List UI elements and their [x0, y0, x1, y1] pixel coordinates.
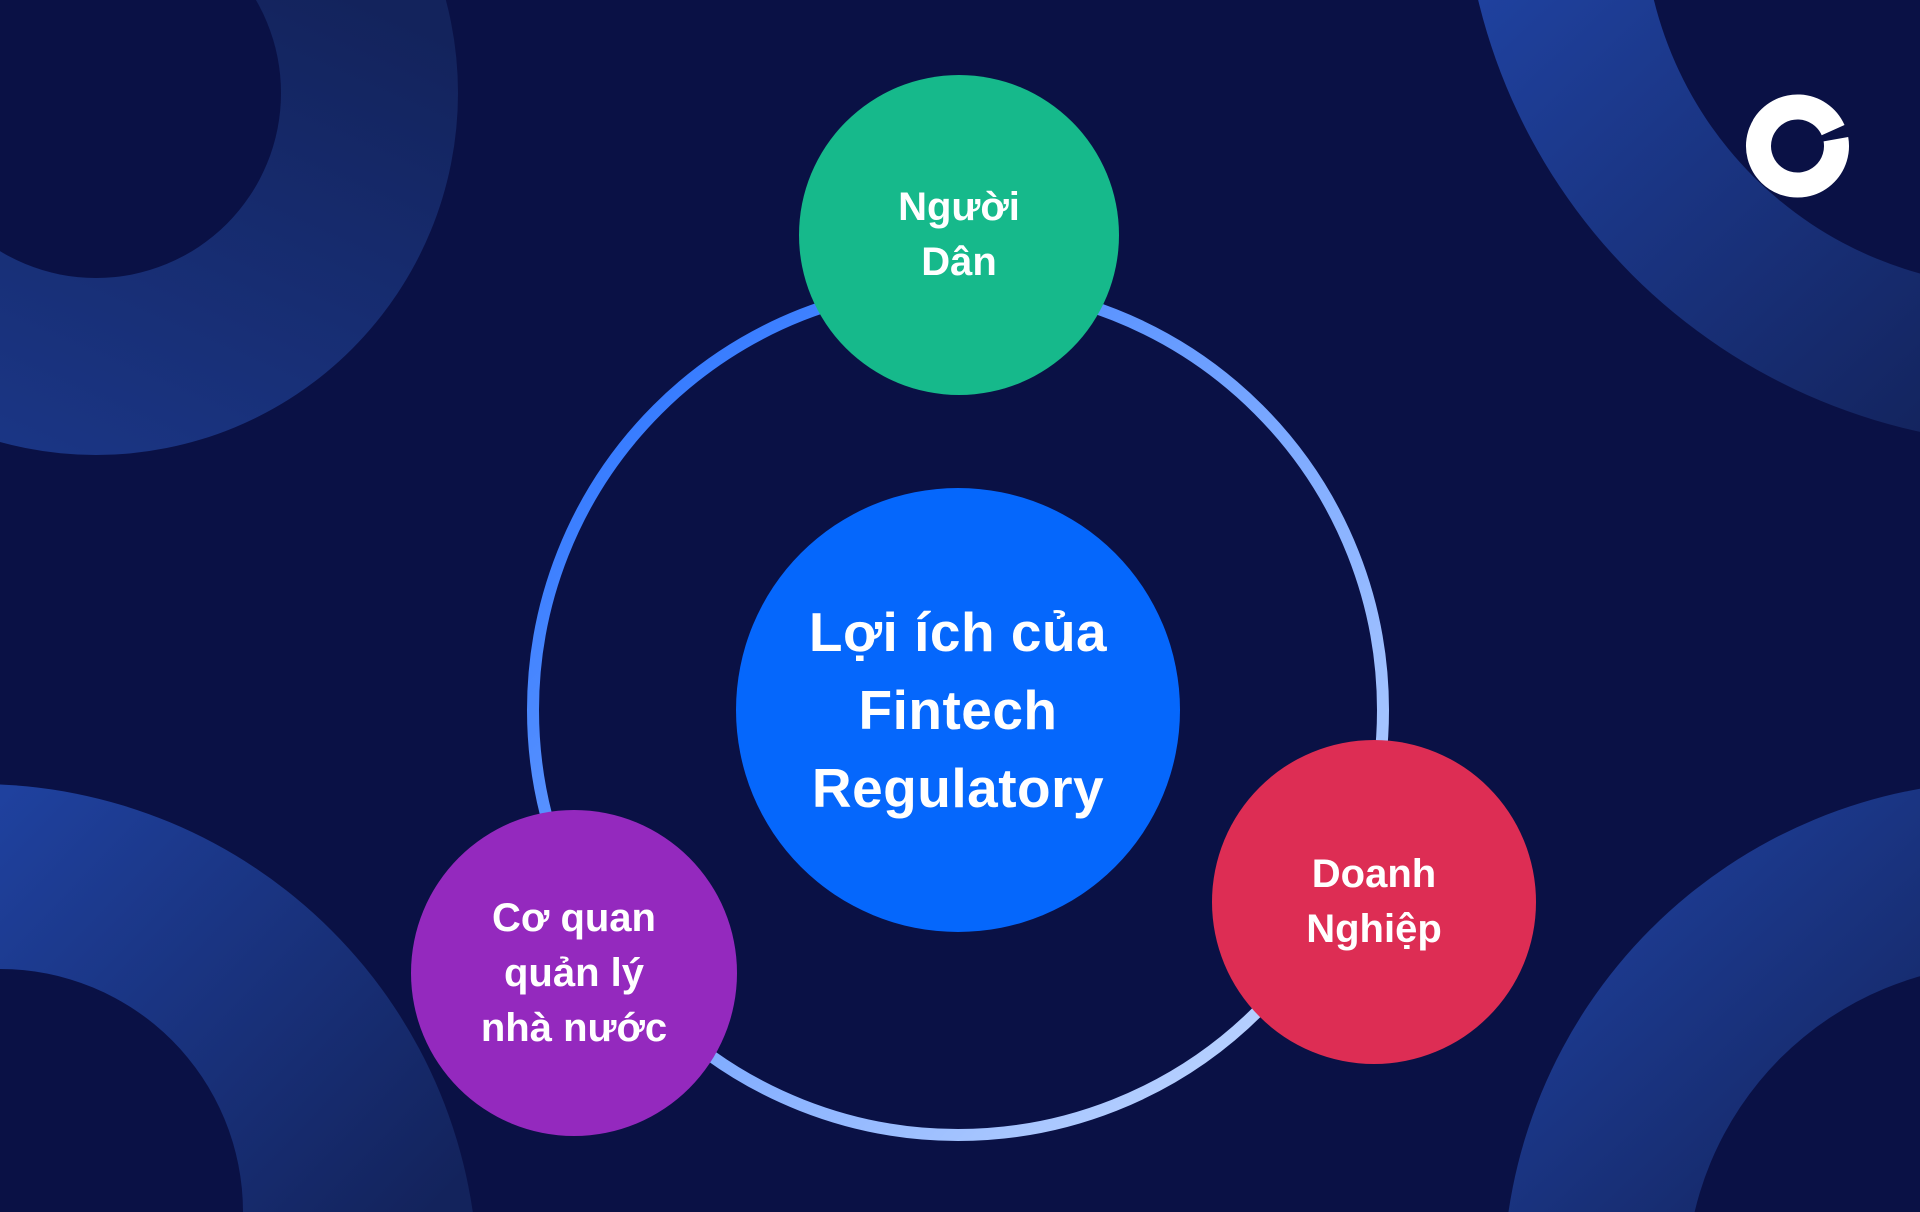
center-label-line-2: Fintech — [858, 679, 1058, 741]
center-label-line-1: Lợi ích của — [808, 601, 1108, 663]
node-nguoi-dan-line-2: Dân — [921, 240, 997, 284]
corner-blob-bottom-left-hole — [0, 969, 243, 1212]
node-nguoi-dan: Người Dân — [799, 75, 1119, 395]
node-co-quan-line-1: Cơ quan — [492, 895, 656, 940]
node-doanh-nghiep-line-2: Nghiệp — [1306, 907, 1442, 951]
brand-logo-top-arc — [1752, 94, 1845, 136]
node-doanh-nghiep: Doanh Nghiệp — [1212, 740, 1536, 1064]
node-co-quan-line-3: nhà nước — [480, 1005, 668, 1050]
node-doanh-nghiep-line-1: Doanh — [1311, 852, 1437, 896]
center-node: Lợi ích của Fintech Regulatory — [736, 488, 1180, 932]
node-nguoi-dan-line-1: Người — [898, 185, 1020, 229]
corner-arc-bottom-right-hole — [1694, 976, 1920, 1212]
brand-logo-bottom-arc — [1746, 110, 1849, 198]
node-co-quan-quan-ly: Cơ quan quản lý nhà nước — [411, 810, 737, 1136]
center-label-line-3: Regulatory — [811, 757, 1105, 819]
corner-arc-top-left-hole — [0, 0, 281, 278]
brand-logo-icon — [1746, 94, 1849, 198]
node-co-quan-line-2: quản lý — [503, 950, 645, 995]
corner-blob-top-right-hole — [1654, 0, 1920, 274]
